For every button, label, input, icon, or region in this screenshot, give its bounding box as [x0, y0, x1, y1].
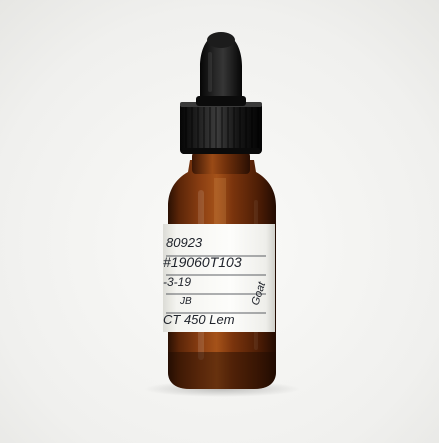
label-line-batch-code: #19060T103 — [163, 254, 242, 270]
label-line-date: -3-19 — [163, 275, 191, 289]
label-line-initials: JB — [179, 296, 192, 307]
bottle-base — [168, 352, 276, 389]
label-line-product: CT 450 Lem — [163, 312, 235, 327]
handwritten-label — [163, 224, 275, 332]
bulb-collar — [196, 96, 246, 106]
label-line-lot-number: 80923 — [166, 235, 203, 250]
bottle-neck — [192, 152, 250, 174]
dropper-cap — [180, 102, 262, 154]
rubber-bulb — [196, 32, 246, 106]
